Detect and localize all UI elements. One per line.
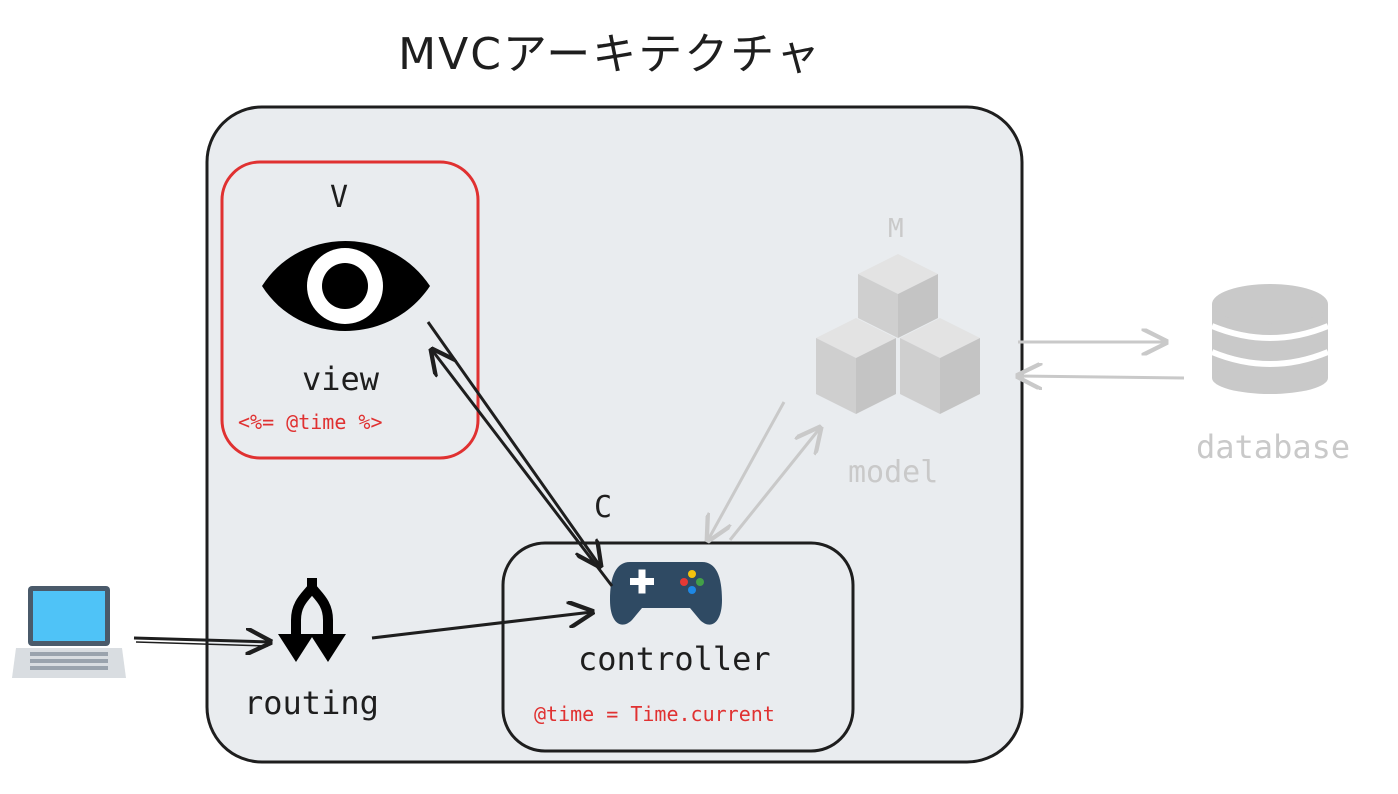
view-letter: V: [330, 180, 349, 215]
routing-label: routing: [244, 684, 379, 722]
model-label: model: [848, 455, 939, 490]
cubes-icon: [816, 254, 980, 414]
database-label: database: [1196, 428, 1351, 466]
view-box: [220, 160, 480, 460]
controller-letter: C: [594, 490, 613, 525]
arrow-controller-to-view: [432, 350, 614, 587]
model-letter: M: [888, 214, 904, 244]
merge-arrows-icon: [278, 578, 346, 662]
diagram-title: MVCアーキテクチャ: [398, 29, 822, 80]
controller-box: [501, 541, 855, 753]
arrow-routing-to-controller: [371, 612, 592, 640]
arrow-database-to-model: [1018, 376, 1185, 378]
gamepad-icon: [610, 562, 722, 625]
arrow-laptop-to-routing: [133, 638, 270, 646]
view-code: <%= @time %>: [238, 410, 383, 434]
controller-label: controller: [578, 640, 771, 678]
eye-icon: [262, 241, 430, 331]
arrow-model-to-controller: [708, 401, 786, 540]
laptop-icon: [12, 586, 126, 678]
controller-code: @time = Time.current: [534, 702, 775, 726]
arrow-controller-to-model: [728, 428, 820, 541]
view-label: view: [302, 360, 380, 398]
database-icon: [1210, 284, 1330, 394]
